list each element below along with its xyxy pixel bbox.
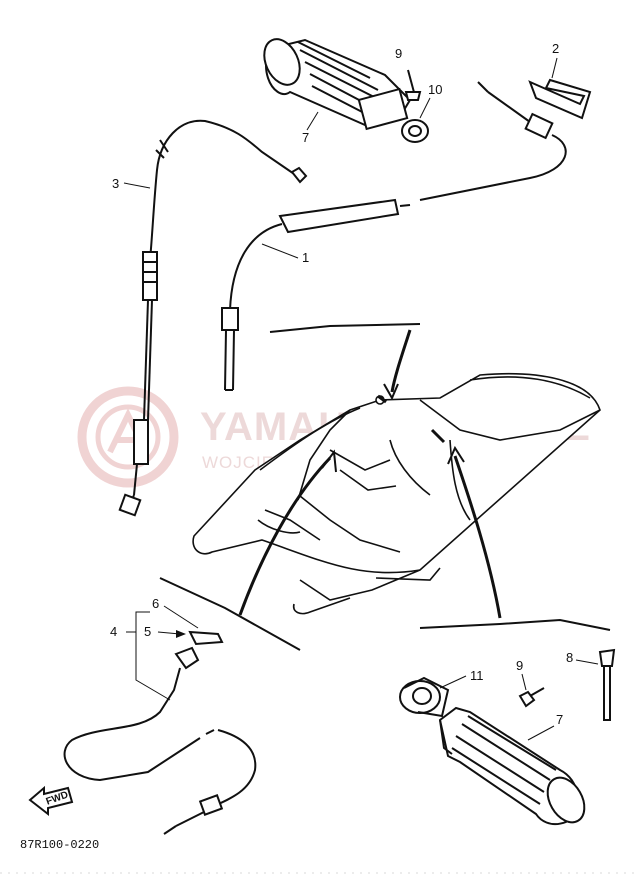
callout-2: 2 (552, 41, 559, 56)
callout-9-top: 9 (395, 46, 402, 61)
leader-3 (123, 182, 151, 189)
screw-top (404, 69, 422, 101)
arrow-5-icon (176, 630, 186, 638)
callout-7-bottom: 7 (556, 712, 563, 727)
brake-cable (221, 81, 567, 391)
leader-4 (126, 611, 171, 701)
reference-code: 87R100-0220 (20, 838, 99, 852)
top-grip (263, 38, 412, 131)
switch-cable (63, 630, 257, 835)
callout-9-bottom: 9 (516, 658, 523, 673)
pointer-left (159, 449, 337, 651)
pointer-top (269, 323, 421, 401)
leader-9-bottom (521, 673, 527, 691)
leader-2 (551, 57, 558, 79)
leader-1 (261, 243, 299, 259)
leader-11 (439, 675, 467, 689)
clip (528, 78, 592, 120)
callout-10: 10 (428, 82, 442, 97)
cable-tie (598, 648, 616, 721)
callout-8: 8 (566, 650, 573, 665)
leader-6 (163, 605, 199, 629)
throttle-cable (118, 119, 308, 517)
leader-8 (575, 659, 599, 665)
callout-7-top: 7 (302, 130, 309, 145)
callout-5: 5 (144, 624, 151, 639)
leader-7-top (306, 111, 319, 131)
forward-arrow-icon: FWD (28, 785, 74, 817)
bottom-grip (438, 706, 586, 826)
pointer-right (419, 445, 611, 631)
collar (399, 676, 450, 718)
washer (401, 119, 429, 143)
callout-4: 4 (110, 624, 117, 639)
callout-1: 1 (302, 250, 309, 265)
callout-6: 6 (152, 596, 159, 611)
screw-bottom (518, 687, 545, 708)
snowmobile (192, 372, 601, 615)
leader-10 (419, 97, 431, 119)
leader-7-bottom (527, 725, 555, 741)
callout-11: 11 (470, 668, 484, 683)
watermark-logo-icon (77, 386, 179, 488)
callout-3: 3 (112, 176, 119, 191)
